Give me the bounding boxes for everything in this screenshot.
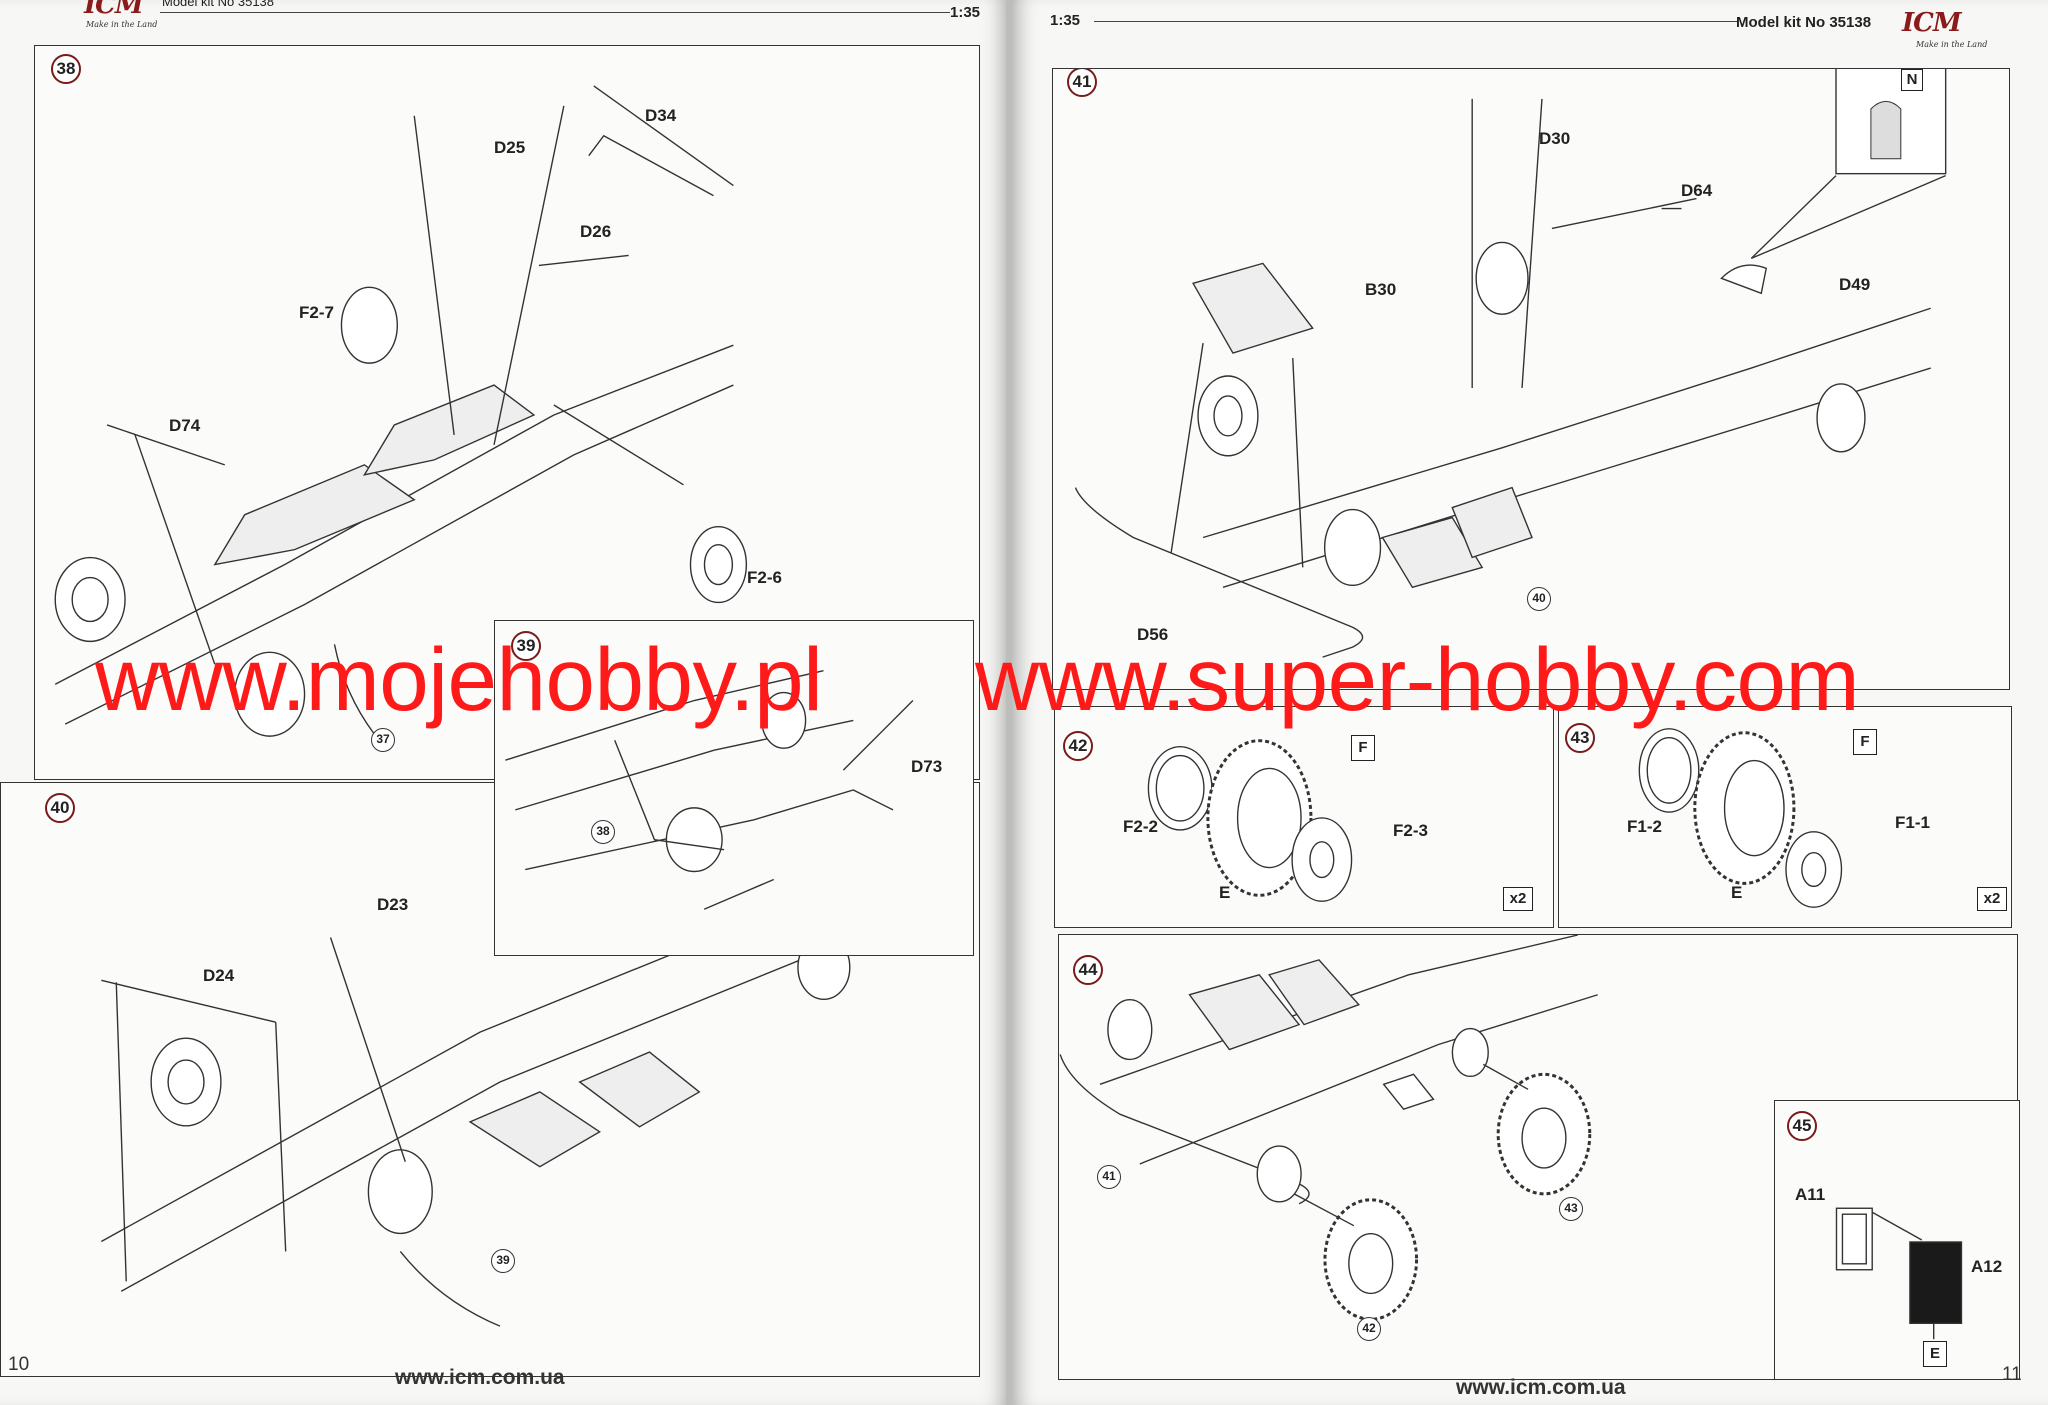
chassis-drawing-40 bbox=[100, 901, 851, 1327]
multiplier-x2-42: x2 bbox=[1503, 887, 1533, 911]
ref-step-40: 40 bbox=[1527, 587, 1551, 611]
wheel-drawing-43 bbox=[1638, 728, 1843, 908]
part-label-d56: D56 bbox=[1137, 625, 1169, 644]
part-label-d64: D64 bbox=[1681, 181, 1713, 200]
part-label-e-43: E bbox=[1731, 883, 1743, 902]
ref-step-38: 38 bbox=[591, 820, 615, 844]
step-41-panel: 41 N D30 D64 B30 D49 D56 40 bbox=[1052, 68, 2010, 690]
page-number-left: 10 bbox=[8, 1354, 30, 1375]
chassis-drawing-38 bbox=[54, 85, 748, 737]
page-number-right: 11 bbox=[2002, 1364, 2022, 1385]
part-label-e-42: E bbox=[1219, 883, 1231, 902]
part-label-f2-7: F2-7 bbox=[299, 303, 334, 322]
header-rule-left bbox=[160, 12, 950, 13]
part-label-f2-2: F2-2 bbox=[1123, 817, 1158, 836]
step-number-44: 44 bbox=[1073, 955, 1103, 985]
watermark-right: www.super-hobby.com bbox=[975, 629, 1860, 729]
parts-drawing-45 bbox=[1835, 1207, 1963, 1340]
step-42-panel: 42 F F2-2 F2-3 E x2 bbox=[1054, 706, 1554, 928]
scale-left: 1:35 bbox=[950, 4, 981, 21]
step-number-43: 43 bbox=[1565, 723, 1595, 753]
footer-url-right[interactable]: www.icm.com.ua bbox=[1456, 1376, 1626, 1399]
ref-step-37: 37 bbox=[371, 728, 395, 752]
step-number-41: 41 bbox=[1067, 69, 1097, 97]
ref-step-39: 39 bbox=[491, 1249, 515, 1273]
step-number-45: 45 bbox=[1787, 1111, 1817, 1141]
chassis-drawing-41 bbox=[1074, 69, 1947, 658]
scale-right: 1:35 bbox=[1050, 12, 1081, 29]
watermark-left: www.mojehobby.pl bbox=[95, 629, 823, 729]
left-page: ICM Make in the Land Model kit No 35138 … bbox=[0, 0, 1008, 1405]
part-label-f2-3: F2-3 bbox=[1393, 821, 1428, 840]
wheel-drawing-42 bbox=[1147, 739, 1353, 902]
icm-logo-right: ICM bbox=[1902, 8, 1962, 38]
part-label-b30: B30 bbox=[1365, 280, 1397, 299]
multiplier-x2-43: x2 bbox=[1977, 887, 2007, 911]
part-label-a11: A11 bbox=[1795, 1185, 1826, 1204]
part-label-f1-1: F1-1 bbox=[1895, 813, 1930, 832]
step-number-39: 39 bbox=[511, 631, 541, 661]
part-label-d23: D23 bbox=[377, 895, 409, 914]
footer-url-left[interactable]: www.icm.com.ua bbox=[395, 1366, 565, 1389]
chassis-drawing-44 bbox=[1059, 935, 1598, 1321]
part-label-d34: D34 bbox=[645, 106, 677, 125]
step-number-38: 38 bbox=[51, 54, 81, 84]
step-number-42: 42 bbox=[1063, 731, 1093, 761]
step-number-40: 40 bbox=[45, 793, 75, 823]
step-39-panel: 39 D73 38 bbox=[494, 620, 974, 956]
step-45-panel: 45 A11 A12 E bbox=[1774, 1100, 2020, 1380]
part-label-a12: A12 bbox=[1971, 1257, 2003, 1276]
part-label-f2-6: F2-6 bbox=[747, 568, 782, 587]
inset-label-n: N bbox=[1901, 69, 1923, 91]
icm-tagline-right: Make in the Land bbox=[1916, 40, 1988, 49]
icm-tagline-left: Make in the Land bbox=[86, 20, 158, 29]
kit-number-right: Model kit No 35138 bbox=[1736, 14, 1872, 31]
header-rule-right bbox=[1094, 21, 1738, 22]
chassis-drawing-39 bbox=[505, 670, 914, 910]
ref-step-43: 43 bbox=[1559, 1197, 1583, 1221]
part-label-d24: D24 bbox=[203, 966, 235, 985]
ref-step-42: 42 bbox=[1357, 1317, 1381, 1341]
step-43-panel: 43 F F1-2 F1-1 E x2 bbox=[1558, 706, 2012, 928]
part-label-d26: D26 bbox=[580, 222, 612, 241]
part-label-f1-2: F1-2 bbox=[1627, 817, 1662, 836]
box-label-f-42: F bbox=[1351, 735, 1375, 761]
part-label-d30: D30 bbox=[1539, 129, 1571, 148]
right-page: 1:35 Model kit No 35138 ICM Make in the … bbox=[1012, 0, 2048, 1405]
book-gutter bbox=[1006, 0, 1014, 1405]
part-label-d74: D74 bbox=[169, 416, 201, 435]
kit-number-left: Model kit No 35138 bbox=[162, 0, 275, 9]
part-label-d73: D73 bbox=[911, 757, 943, 776]
part-label-d49: D49 bbox=[1839, 275, 1871, 294]
icm-logo-left: ICM bbox=[84, 0, 144, 20]
part-label-d25: D25 bbox=[494, 138, 526, 157]
box-label-e-45: E bbox=[1923, 1341, 1947, 1367]
box-label-f-43: F bbox=[1853, 729, 1877, 755]
ref-step-41: 41 bbox=[1097, 1165, 1121, 1189]
